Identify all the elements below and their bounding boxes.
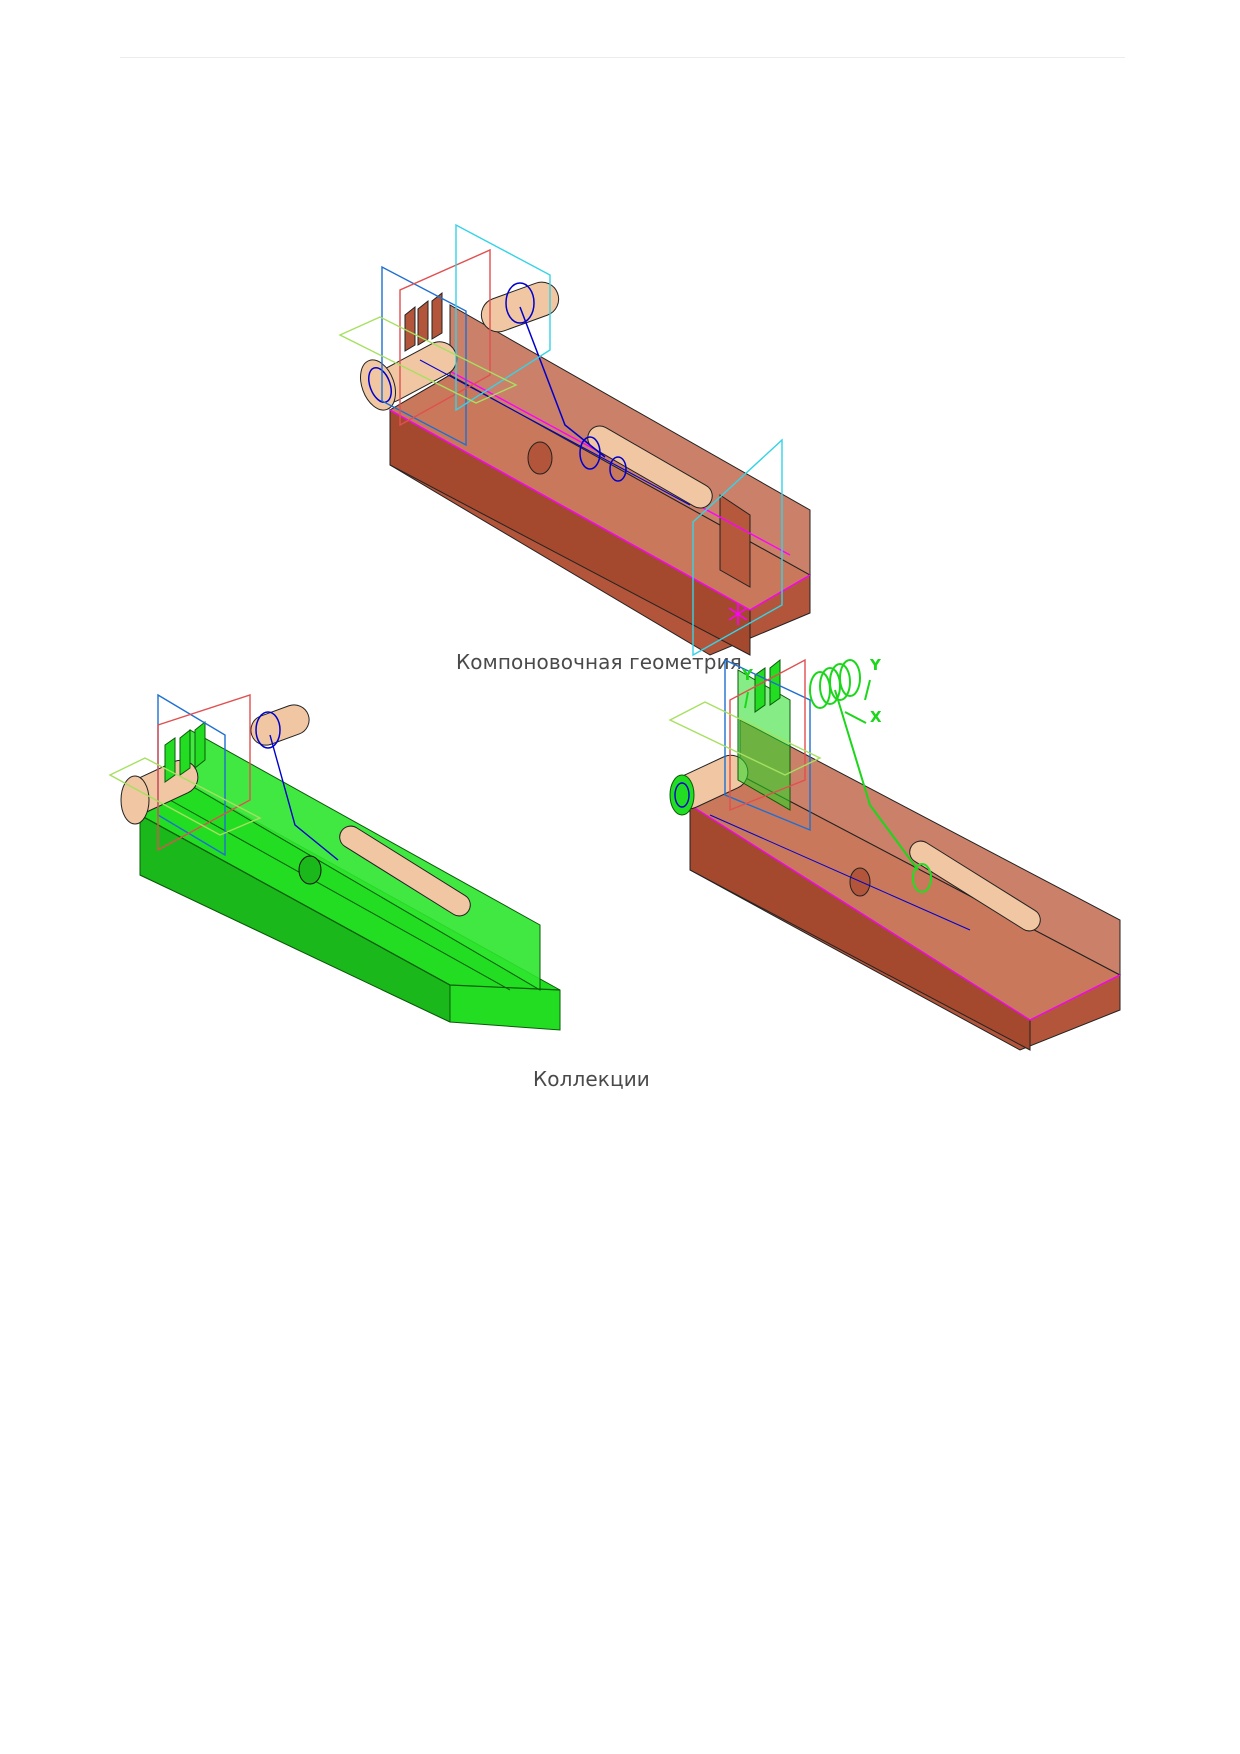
axis-label-x: X (870, 708, 882, 726)
origin-star-icon (728, 603, 748, 625)
collection-green-drawing (108, 693, 561, 1031)
layout-geometry-figure (338, 223, 900, 675)
page-top-rule (120, 57, 1125, 58)
caption-collections: Коллекции (533, 1067, 650, 1091)
spring-coil-icon (809, 659, 861, 709)
collection-green-figure (108, 693, 590, 1040)
layout-geometry-drawing (338, 223, 812, 657)
caption-layout-geometry: Компоновочная геометрия (456, 650, 742, 674)
axis-label-y-right: Y (869, 656, 882, 674)
collection-axes-figure: Y Y X (668, 656, 1140, 1060)
axis-label-y-left: Y (741, 666, 754, 684)
collection-axes-drawing: Y Y X (668, 656, 1122, 1051)
